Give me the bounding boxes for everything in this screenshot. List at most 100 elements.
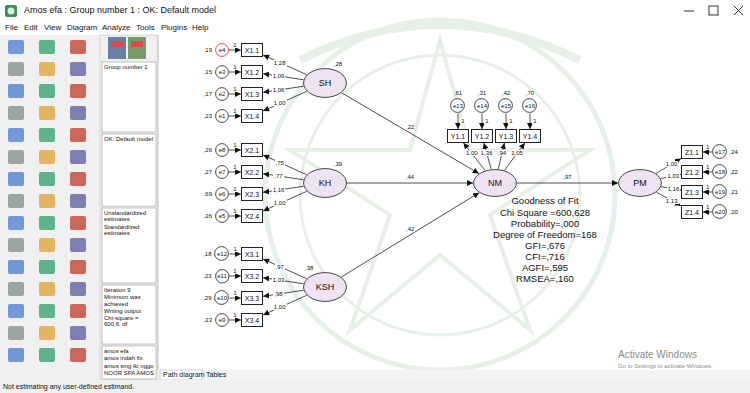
variance-value: ,23 xyxy=(204,113,212,119)
variance-value: ,39 xyxy=(334,161,342,167)
variable-name: Y1.2 xyxy=(475,133,489,140)
outline xyxy=(215,269,228,282)
toolbar-icon xyxy=(8,62,24,76)
path-arrow xyxy=(229,172,241,173)
fixed-weight: 1 xyxy=(232,246,237,252)
path-estimate: 1,00 xyxy=(273,200,287,206)
fixed-weight: 1 xyxy=(232,108,237,114)
outline xyxy=(216,144,229,157)
path-arrow xyxy=(505,114,506,130)
variance-value: ,61 xyxy=(454,90,462,96)
toolbar-icon xyxy=(70,304,86,318)
fixed-weight: 1 xyxy=(508,118,513,124)
error-term: e8,26 xyxy=(215,143,229,157)
tab-label: Path diagram xyxy=(163,371,205,378)
variable-name: NM xyxy=(488,179,502,188)
toolbar-icon xyxy=(39,282,55,296)
variable-name: e10 xyxy=(217,295,227,301)
toolbar-icon xyxy=(39,260,55,274)
variable-name: PM xyxy=(633,179,647,188)
path-arrow xyxy=(703,151,712,152)
error-term: e7,27 xyxy=(215,165,229,179)
computation-message: Minimum was achieved xyxy=(104,294,155,307)
path-estimate: ,94 xyxy=(497,150,507,156)
variable-name: Y1.3 xyxy=(499,133,513,140)
variable-name: X3.1 xyxy=(245,251,259,258)
path-arrow xyxy=(263,191,306,211)
observed-variable: Y1.2 xyxy=(471,129,493,143)
latent-variable: NM xyxy=(473,169,517,197)
window-controls xyxy=(684,6,743,15)
path-estimate: 1,28 xyxy=(273,60,287,66)
variable-name: X2.2 xyxy=(245,169,259,176)
outline xyxy=(474,170,517,197)
path-arrow xyxy=(263,86,303,92)
toolbar xyxy=(0,35,100,380)
variance-value: ,29 xyxy=(203,295,211,301)
toolbar-icon xyxy=(8,150,24,164)
watermark-logo xyxy=(265,20,615,370)
path-arrow xyxy=(230,297,241,298)
error-term: e20,20 xyxy=(712,204,727,219)
tab-label: Tables xyxy=(206,371,226,378)
toolbar-icons xyxy=(8,40,86,362)
variable-name: e15 xyxy=(501,103,511,109)
menu-item: Analyze xyxy=(102,24,130,32)
toolbar-icon xyxy=(39,172,55,186)
path-estimate: 1,05 xyxy=(510,150,524,156)
fixed-weight: 1 xyxy=(705,184,710,190)
group-name: Group number 1 xyxy=(104,64,155,70)
error-term: e13,61 xyxy=(450,98,465,113)
path-estimate: ,44 xyxy=(405,174,415,180)
outline xyxy=(523,99,537,113)
path-arrow xyxy=(703,211,712,212)
variable-name: X1.1 xyxy=(245,47,259,54)
variable-name: e13 xyxy=(453,103,463,109)
computation-message: Writing output xyxy=(104,308,155,314)
window-title: Amos efa : Group number 1 : OK: Default … xyxy=(24,6,216,15)
estimate-option: Unstandardized estimates xyxy=(104,210,155,223)
variable-name: e2 xyxy=(219,91,226,97)
outline xyxy=(216,166,229,179)
path-arrow xyxy=(229,216,241,217)
variable-name: e5 xyxy=(219,213,226,219)
path-estimate: 1,00 xyxy=(465,150,479,156)
fixed-weight: 1 xyxy=(232,164,237,170)
path-arrow xyxy=(341,193,479,277)
toolbar-icon xyxy=(39,216,55,230)
fit-statistic: Degree of Freedom=168 xyxy=(493,230,597,240)
observed-variable: X1.1 xyxy=(241,43,263,57)
path-arrow xyxy=(657,192,681,206)
toolbar-icon xyxy=(70,260,86,274)
path-arrow xyxy=(230,253,241,254)
variable-name: e17 xyxy=(715,149,725,155)
path-arrow xyxy=(263,259,306,279)
file-name: amos sing iki nggo xyxy=(104,363,155,369)
outline xyxy=(216,110,229,123)
variable-name: Y1.1 xyxy=(451,133,465,140)
observed-variable: X3.1 xyxy=(241,247,263,261)
toolbar-icon xyxy=(70,84,86,98)
error-term: e4,19 xyxy=(215,43,229,57)
toolbar-icon xyxy=(39,106,55,120)
path-estimate: ,98 xyxy=(273,291,283,297)
path-arrow xyxy=(263,91,306,111)
toolbar-icon xyxy=(8,238,24,252)
toolbar-icon xyxy=(70,216,86,230)
observed-variable: Z1.1 xyxy=(681,145,703,159)
toolbar-icon xyxy=(39,326,55,340)
path-arrow xyxy=(263,278,303,284)
variable-name: Z1.4 xyxy=(685,209,699,216)
path-estimate: 1,00 xyxy=(273,304,287,310)
error-term: e6,69 xyxy=(215,187,229,201)
toolbar-icon xyxy=(39,84,55,98)
path-estimate: 1,16 xyxy=(272,187,286,193)
observed-variable: Y1.4 xyxy=(519,129,541,143)
menu-item: File xyxy=(5,24,18,32)
variance-value: ,24 xyxy=(730,149,738,155)
variable-name: X3.2 xyxy=(245,273,259,280)
path-arrow xyxy=(498,143,504,169)
error-term: e17,24 xyxy=(712,144,727,159)
variance-value: ,22 xyxy=(730,169,738,175)
